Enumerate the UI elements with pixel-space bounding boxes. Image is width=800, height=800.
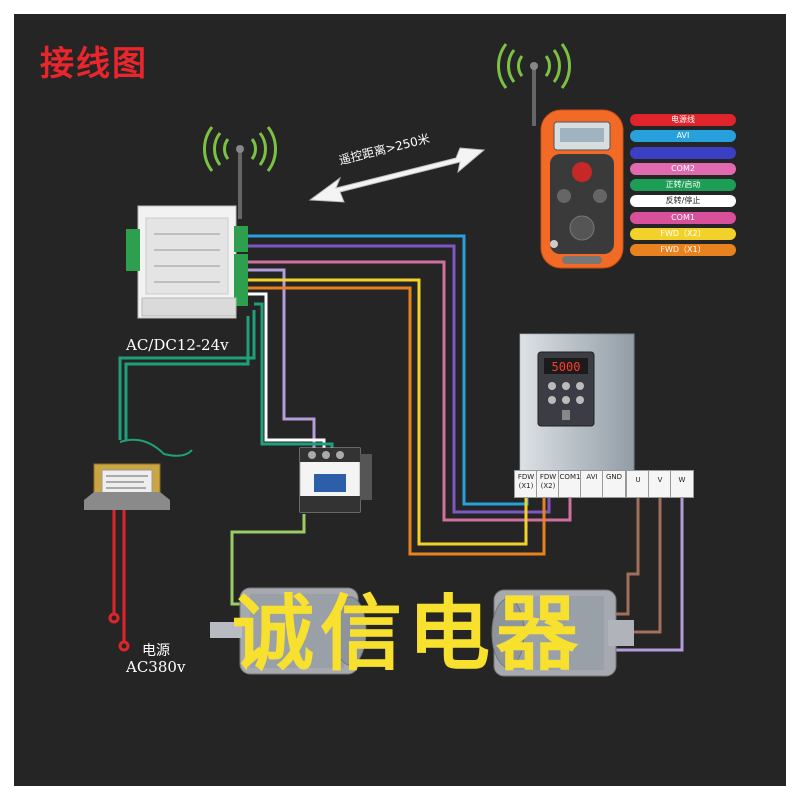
motor-icon	[210, 587, 367, 675]
terminal-label: AVI	[586, 473, 598, 481]
wire-lavender	[246, 268, 316, 454]
terminal-label: U	[635, 476, 641, 484]
remote-control-icon	[540, 109, 624, 269]
power-voltage-label: AC380v	[126, 658, 186, 676]
terminal-label: W	[678, 476, 686, 484]
legend-item: 反转/停止	[630, 195, 736, 208]
brand-watermark: 诚信电器	[232, 587, 585, 682]
motor-icon	[491, 589, 634, 677]
antenna-signal-icon	[496, 43, 572, 126]
contactor-icon	[299, 447, 372, 513]
wire-purple	[246, 244, 551, 514]
controller-voltage-label: AC/DC12-24v	[126, 336, 229, 354]
inverter-terminal: GND	[602, 470, 626, 498]
legend-item: COM2	[630, 162, 736, 175]
legend-item: FWD（X1）	[630, 244, 736, 257]
legend-item: COM1	[630, 211, 736, 224]
control-wires	[246, 234, 572, 556]
wire-yellow	[246, 278, 528, 546]
inverter-terminal: FDW (X1)	[514, 470, 538, 498]
terminal-label: FDW (X2)	[539, 473, 557, 490]
mains-terminal-a	[108, 612, 120, 624]
page-title: 接线图	[40, 44, 148, 84]
motor-terminal: W	[670, 470, 694, 498]
wire-blue	[246, 234, 529, 506]
wire-w	[614, 494, 684, 652]
legend-item: FWD（X2）	[630, 228, 736, 241]
inverter-terminal: AVI	[580, 470, 604, 498]
legend-item: AVI	[630, 130, 736, 143]
wire-pink	[246, 260, 572, 522]
legend-item	[630, 146, 736, 159]
wire-orange	[246, 286, 546, 556]
relay-module-icon	[126, 205, 248, 319]
inverter-terminal: COM1	[558, 470, 582, 498]
wire-contactor-motor	[230, 514, 306, 606]
terminal-label: FDW (X1)	[517, 473, 535, 490]
wiring-diagram-board: 5000 接线图 遥控距离>250米 AC/DC12-24v 电源 AC380v…	[14, 14, 786, 786]
power-label: 电源	[142, 643, 170, 659]
inverter-icon	[519, 333, 635, 485]
legend-item: 正转/启动	[630, 179, 736, 192]
inverter-terminal: FDW (X2)	[536, 470, 560, 498]
inverter-display: 5000	[552, 360, 581, 374]
wire-teal-2	[254, 302, 334, 454]
double-arrow-icon	[308, 147, 486, 203]
terminal-label: COM1	[559, 473, 581, 481]
wire-u	[614, 494, 640, 616]
wiring-svg: 5000	[84, 43, 684, 677]
motor-terminal: U	[626, 470, 650, 498]
wire-teal-a	[118, 310, 256, 440]
controller-power-wires	[118, 310, 256, 440]
motor-terminal: V	[648, 470, 672, 498]
transformer-icon	[84, 438, 193, 510]
legend-item: 电源线	[630, 114, 736, 126]
antenna-signal-icon	[202, 126, 278, 219]
mains-wires	[108, 502, 130, 652]
terminal-label: V	[657, 476, 663, 484]
terminal-label: GND	[605, 473, 623, 481]
mains-terminal-b	[118, 640, 130, 652]
wire-teal-b	[124, 316, 250, 440]
